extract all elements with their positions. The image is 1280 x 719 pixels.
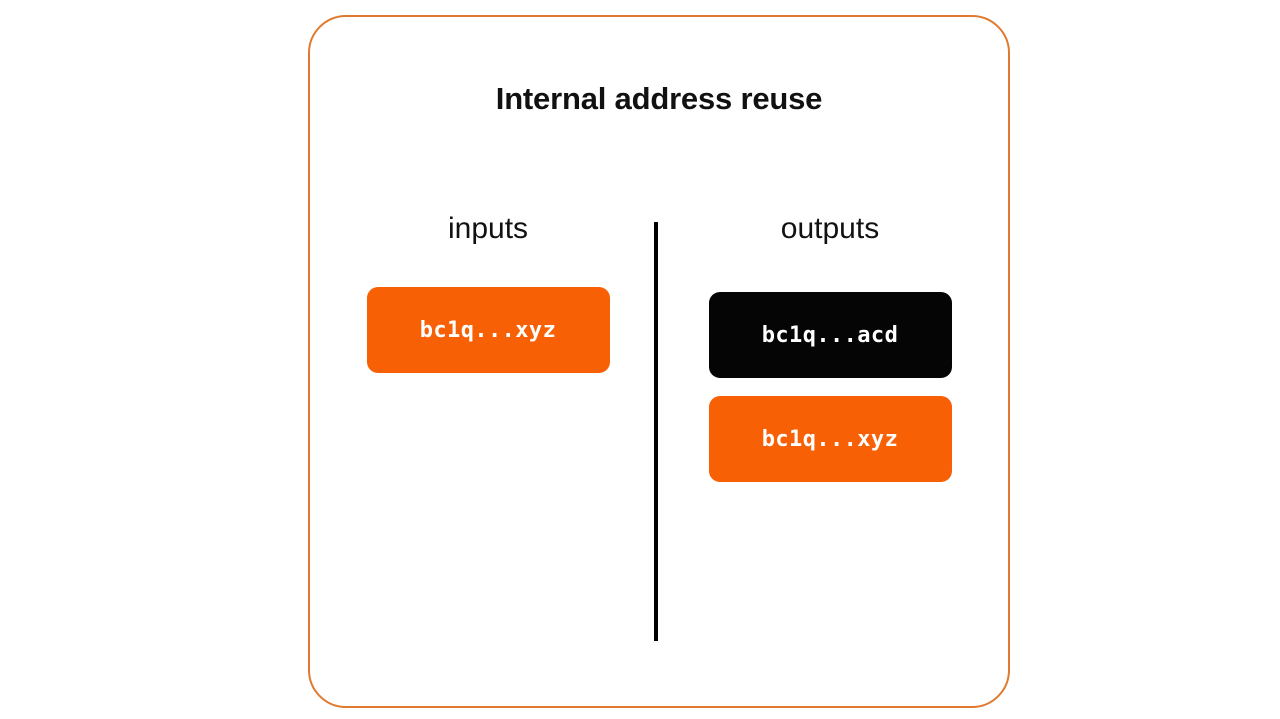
outputs-column: outputs bc1q...acd bc1q...xyz <box>660 209 1000 482</box>
output-address-chip-payment[interactable]: bc1q...acd <box>708 292 952 378</box>
outputs-label: outputs <box>780 212 880 245</box>
inputs-outputs-columns: inputs bc1q...xyz outputs bc1q...acd bc1… <box>310 209 1008 679</box>
column-divider <box>654 222 658 641</box>
inputs-chip-stack: bc1q...xyz <box>318 287 658 373</box>
output-address-chip-change[interactable]: bc1q...xyz <box>708 396 952 482</box>
diagram-card: Internal address reuse inputs bc1q...xyz… <box>308 15 1010 708</box>
inputs-column: inputs bc1q...xyz <box>318 209 658 373</box>
outputs-chip-stack: bc1q...acd bc1q...xyz <box>660 292 1000 482</box>
page-title: Internal address reuse <box>495 81 823 116</box>
input-address-chip[interactable]: bc1q...xyz <box>366 287 610 373</box>
inputs-label: inputs <box>447 212 529 245</box>
